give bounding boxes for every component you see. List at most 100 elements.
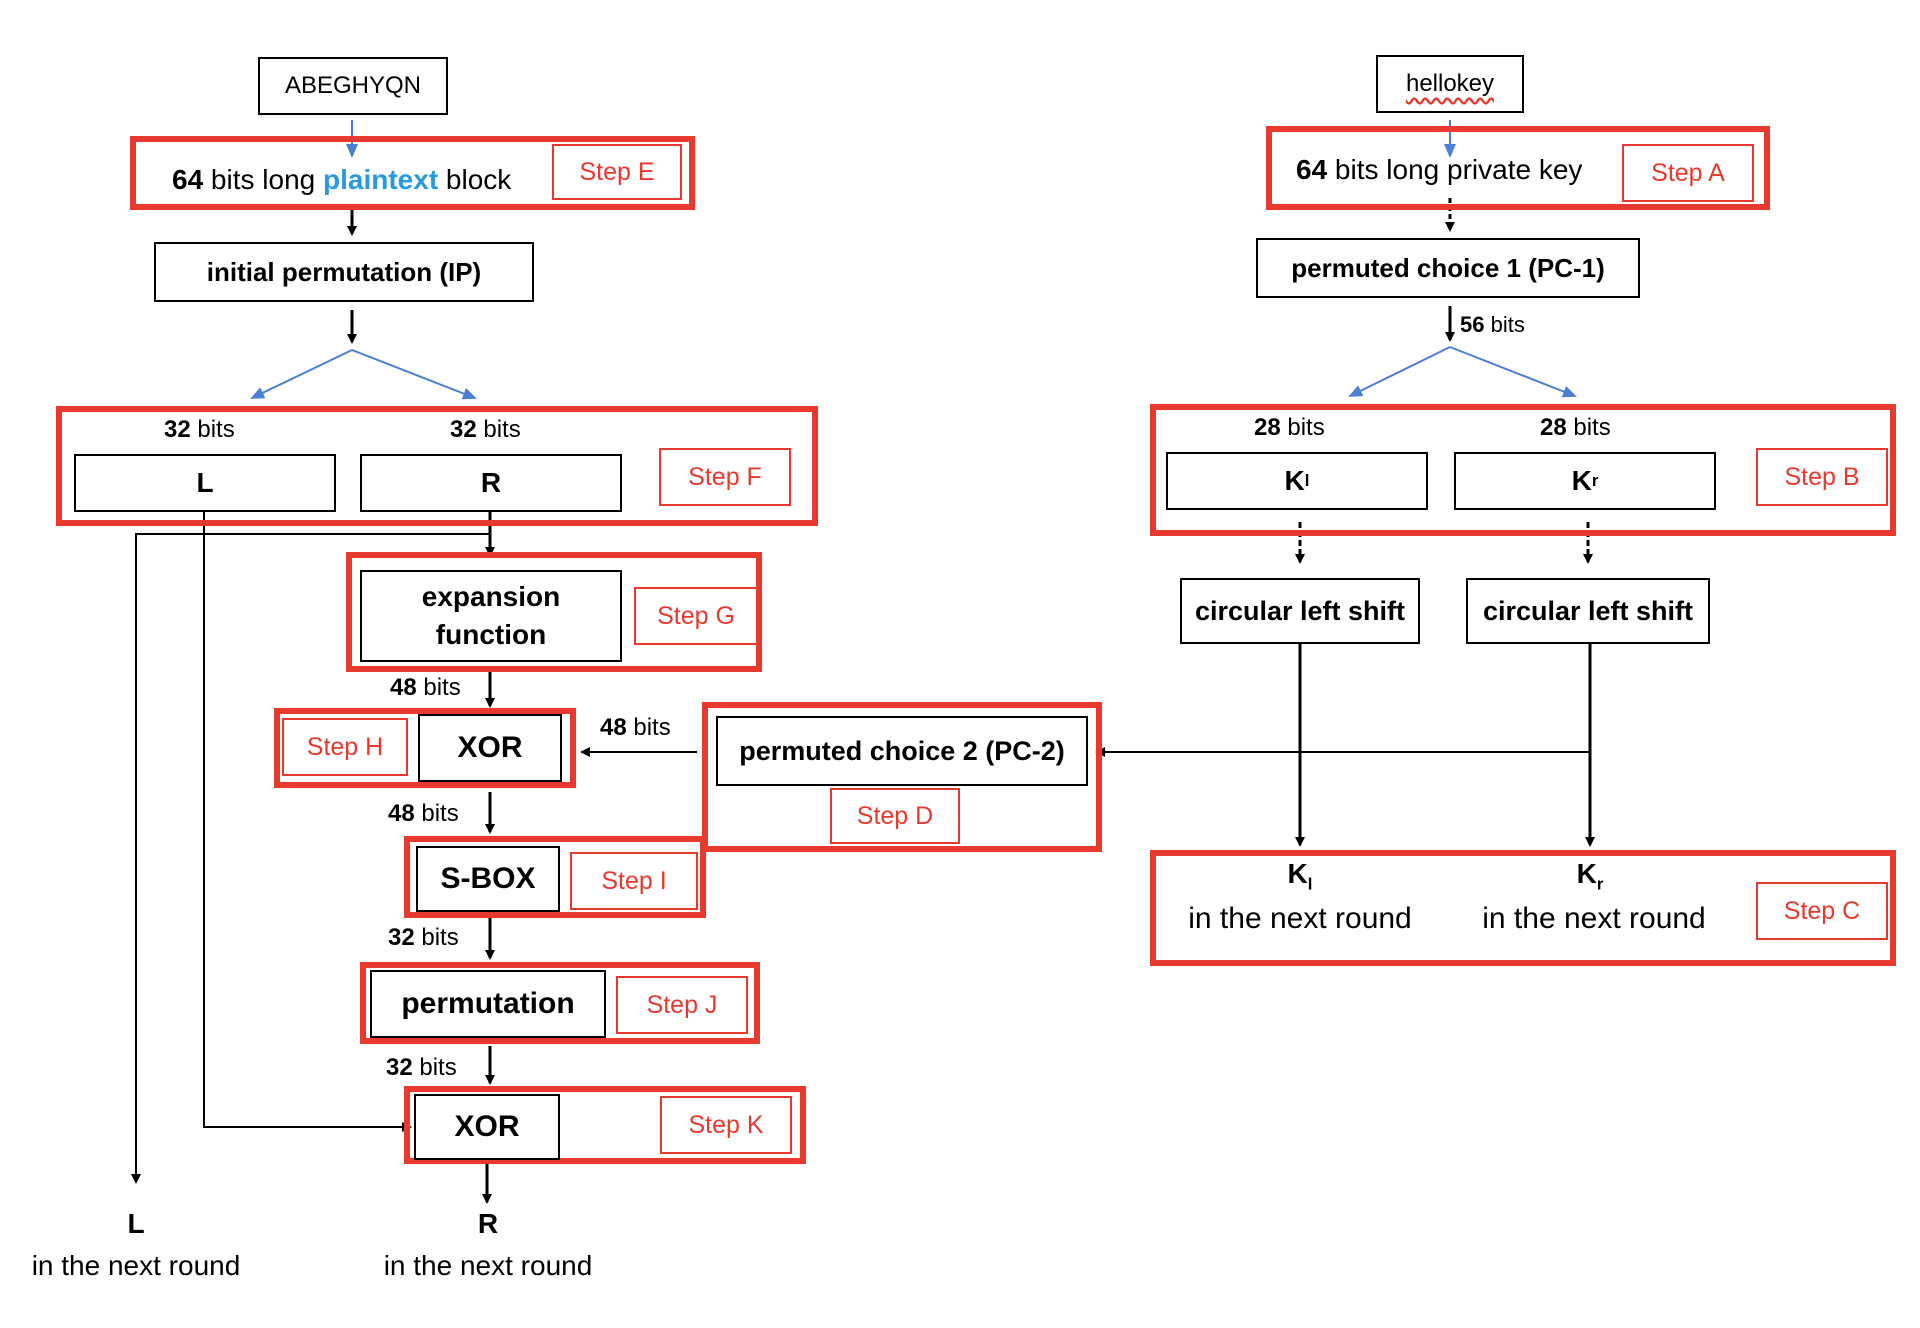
step-e-frame xyxy=(130,136,695,210)
step-f-label: Step F xyxy=(659,448,791,506)
step-e-label: Step E xyxy=(552,144,682,200)
bits-48-b-unit: bits xyxy=(626,714,671,741)
s-box: S-BOX xyxy=(416,846,560,912)
next-kl: Kl xyxy=(1260,858,1340,895)
circular-left-shift-l: circular left shift xyxy=(1180,578,1420,644)
step-k-frame xyxy=(404,1086,806,1164)
kl-K: K xyxy=(1284,465,1305,496)
plaintext-pre: bits long xyxy=(203,164,324,195)
step-d-frame xyxy=(702,702,1102,852)
next-kl-K: K xyxy=(1287,858,1308,889)
bits-48-a: 48 bits xyxy=(390,674,461,702)
next-kr-K: K xyxy=(1576,858,1597,889)
bits-48-a-unit: bits xyxy=(416,674,461,701)
step-k-label: Step K xyxy=(660,1096,792,1154)
expansion-line1: expansion xyxy=(421,581,561,612)
step-d-label: Step D xyxy=(830,788,960,844)
plaintext-post: block xyxy=(438,164,512,195)
bits-28-left-n: 28 xyxy=(1254,414,1281,441)
bits-48-c-unit: bits xyxy=(414,800,459,827)
step-a-label: Step A xyxy=(1622,144,1754,202)
plaintext-input: ABEGHYQN xyxy=(258,57,448,115)
bits-28-left: 28 bits xyxy=(1254,414,1325,442)
step-c-frame xyxy=(1150,850,1896,966)
out-R-next-round: in the next round xyxy=(383,1250,593,1281)
bits-32-left: 32 bits xyxy=(164,416,235,444)
step-b-label: Step B xyxy=(1756,448,1888,506)
split-left xyxy=(250,349,353,399)
bits-48-c: 48 bits xyxy=(388,800,459,828)
step-h-frame xyxy=(274,708,576,788)
next-kr-sub: r xyxy=(1596,874,1604,894)
key-bits: 64 xyxy=(1296,154,1328,185)
bits-32-left-n: 32 xyxy=(164,416,191,443)
bits-56-n: 56 xyxy=(1460,312,1485,337)
step-f-frame xyxy=(56,406,818,526)
permuted-choice-1: permuted choice 1 (PC-1) xyxy=(1256,238,1640,298)
step-j-frame xyxy=(360,962,760,1044)
bits-48-c-n: 48 xyxy=(388,800,415,827)
bits-32-right-n: 32 xyxy=(450,416,477,443)
bits-56: 56 bits xyxy=(1460,312,1525,338)
expansion-line2: function xyxy=(435,619,547,650)
kr-K: K xyxy=(1571,465,1592,496)
next-kl-text: in the next round xyxy=(1188,902,1412,935)
bits-32-right-unit: bits xyxy=(476,416,521,443)
bits-48-b-n: 48 xyxy=(600,714,627,741)
left-half-L: L xyxy=(74,454,336,512)
step-g-label: Step G xyxy=(634,587,758,645)
key-rest: bits long private key xyxy=(1327,154,1583,185)
step-h-label: Step H xyxy=(282,718,408,776)
kl-sub: l xyxy=(1304,471,1310,490)
plaintext-block-label: 64 bits long plaintext block xyxy=(172,164,511,196)
bits-56-unit: bits xyxy=(1484,312,1525,337)
split-right xyxy=(351,349,477,400)
bits-28-right: 28 bits xyxy=(1540,414,1611,442)
key-input: hellokey xyxy=(1376,55,1524,113)
bits-32-b-unit: bits xyxy=(412,1054,457,1081)
bits-28-right-n: 28 xyxy=(1540,414,1567,441)
xor-2: XOR xyxy=(414,1094,560,1160)
step-j-label: Step J xyxy=(616,976,748,1034)
bits-48-a-n: 48 xyxy=(390,674,417,701)
step-c-label: Step C xyxy=(1756,882,1888,940)
step-a-frame xyxy=(1266,126,1770,210)
xor-1: XOR xyxy=(418,714,562,782)
out-R-label: R xyxy=(477,1208,499,1239)
plaintext-bits: 64 xyxy=(172,164,204,195)
r-to-next-l xyxy=(131,533,490,1184)
step-g-frame xyxy=(346,552,762,672)
bits-28-left-unit: bits xyxy=(1280,414,1325,441)
permutation: permutation xyxy=(370,970,606,1038)
next-kl-sub: l xyxy=(1307,874,1313,894)
next-kr: Kr xyxy=(1550,858,1630,895)
bits-32-right: 32 bits xyxy=(450,416,521,444)
out-L-label: L xyxy=(127,1208,145,1239)
kr-sub: r xyxy=(1591,471,1599,490)
expansion-function: expansion function xyxy=(360,570,622,662)
key-text: hellokey xyxy=(1405,70,1495,97)
right-half-R: R xyxy=(360,454,622,512)
plaintext-word: plaintext xyxy=(323,164,439,195)
permuted-choice-2: permuted choice 2 (PC-2) xyxy=(716,716,1088,786)
step-b-frame xyxy=(1150,404,1896,536)
bits-48-b: 48 bits xyxy=(600,714,671,742)
bits-32-b: 32 bits xyxy=(386,1054,457,1082)
split-kr xyxy=(1449,346,1577,398)
bits-32-a-n: 32 xyxy=(388,924,415,951)
step-i-label: Step I xyxy=(570,852,698,910)
out-L-next-round: in the next round xyxy=(31,1250,241,1281)
split-kl xyxy=(1348,346,1451,397)
bits-28-right-unit: bits xyxy=(1566,414,1611,441)
circular-left-shift-r: circular left shift xyxy=(1466,578,1710,644)
step-i-frame xyxy=(404,836,706,918)
next-kr-text: in the next round xyxy=(1482,902,1706,935)
l-to-xor2 xyxy=(203,508,412,1132)
bits-32-a: 32 bits xyxy=(388,924,459,952)
bits-32-b-n: 32 xyxy=(386,1054,413,1081)
bits-32-left-unit: bits xyxy=(190,416,235,443)
